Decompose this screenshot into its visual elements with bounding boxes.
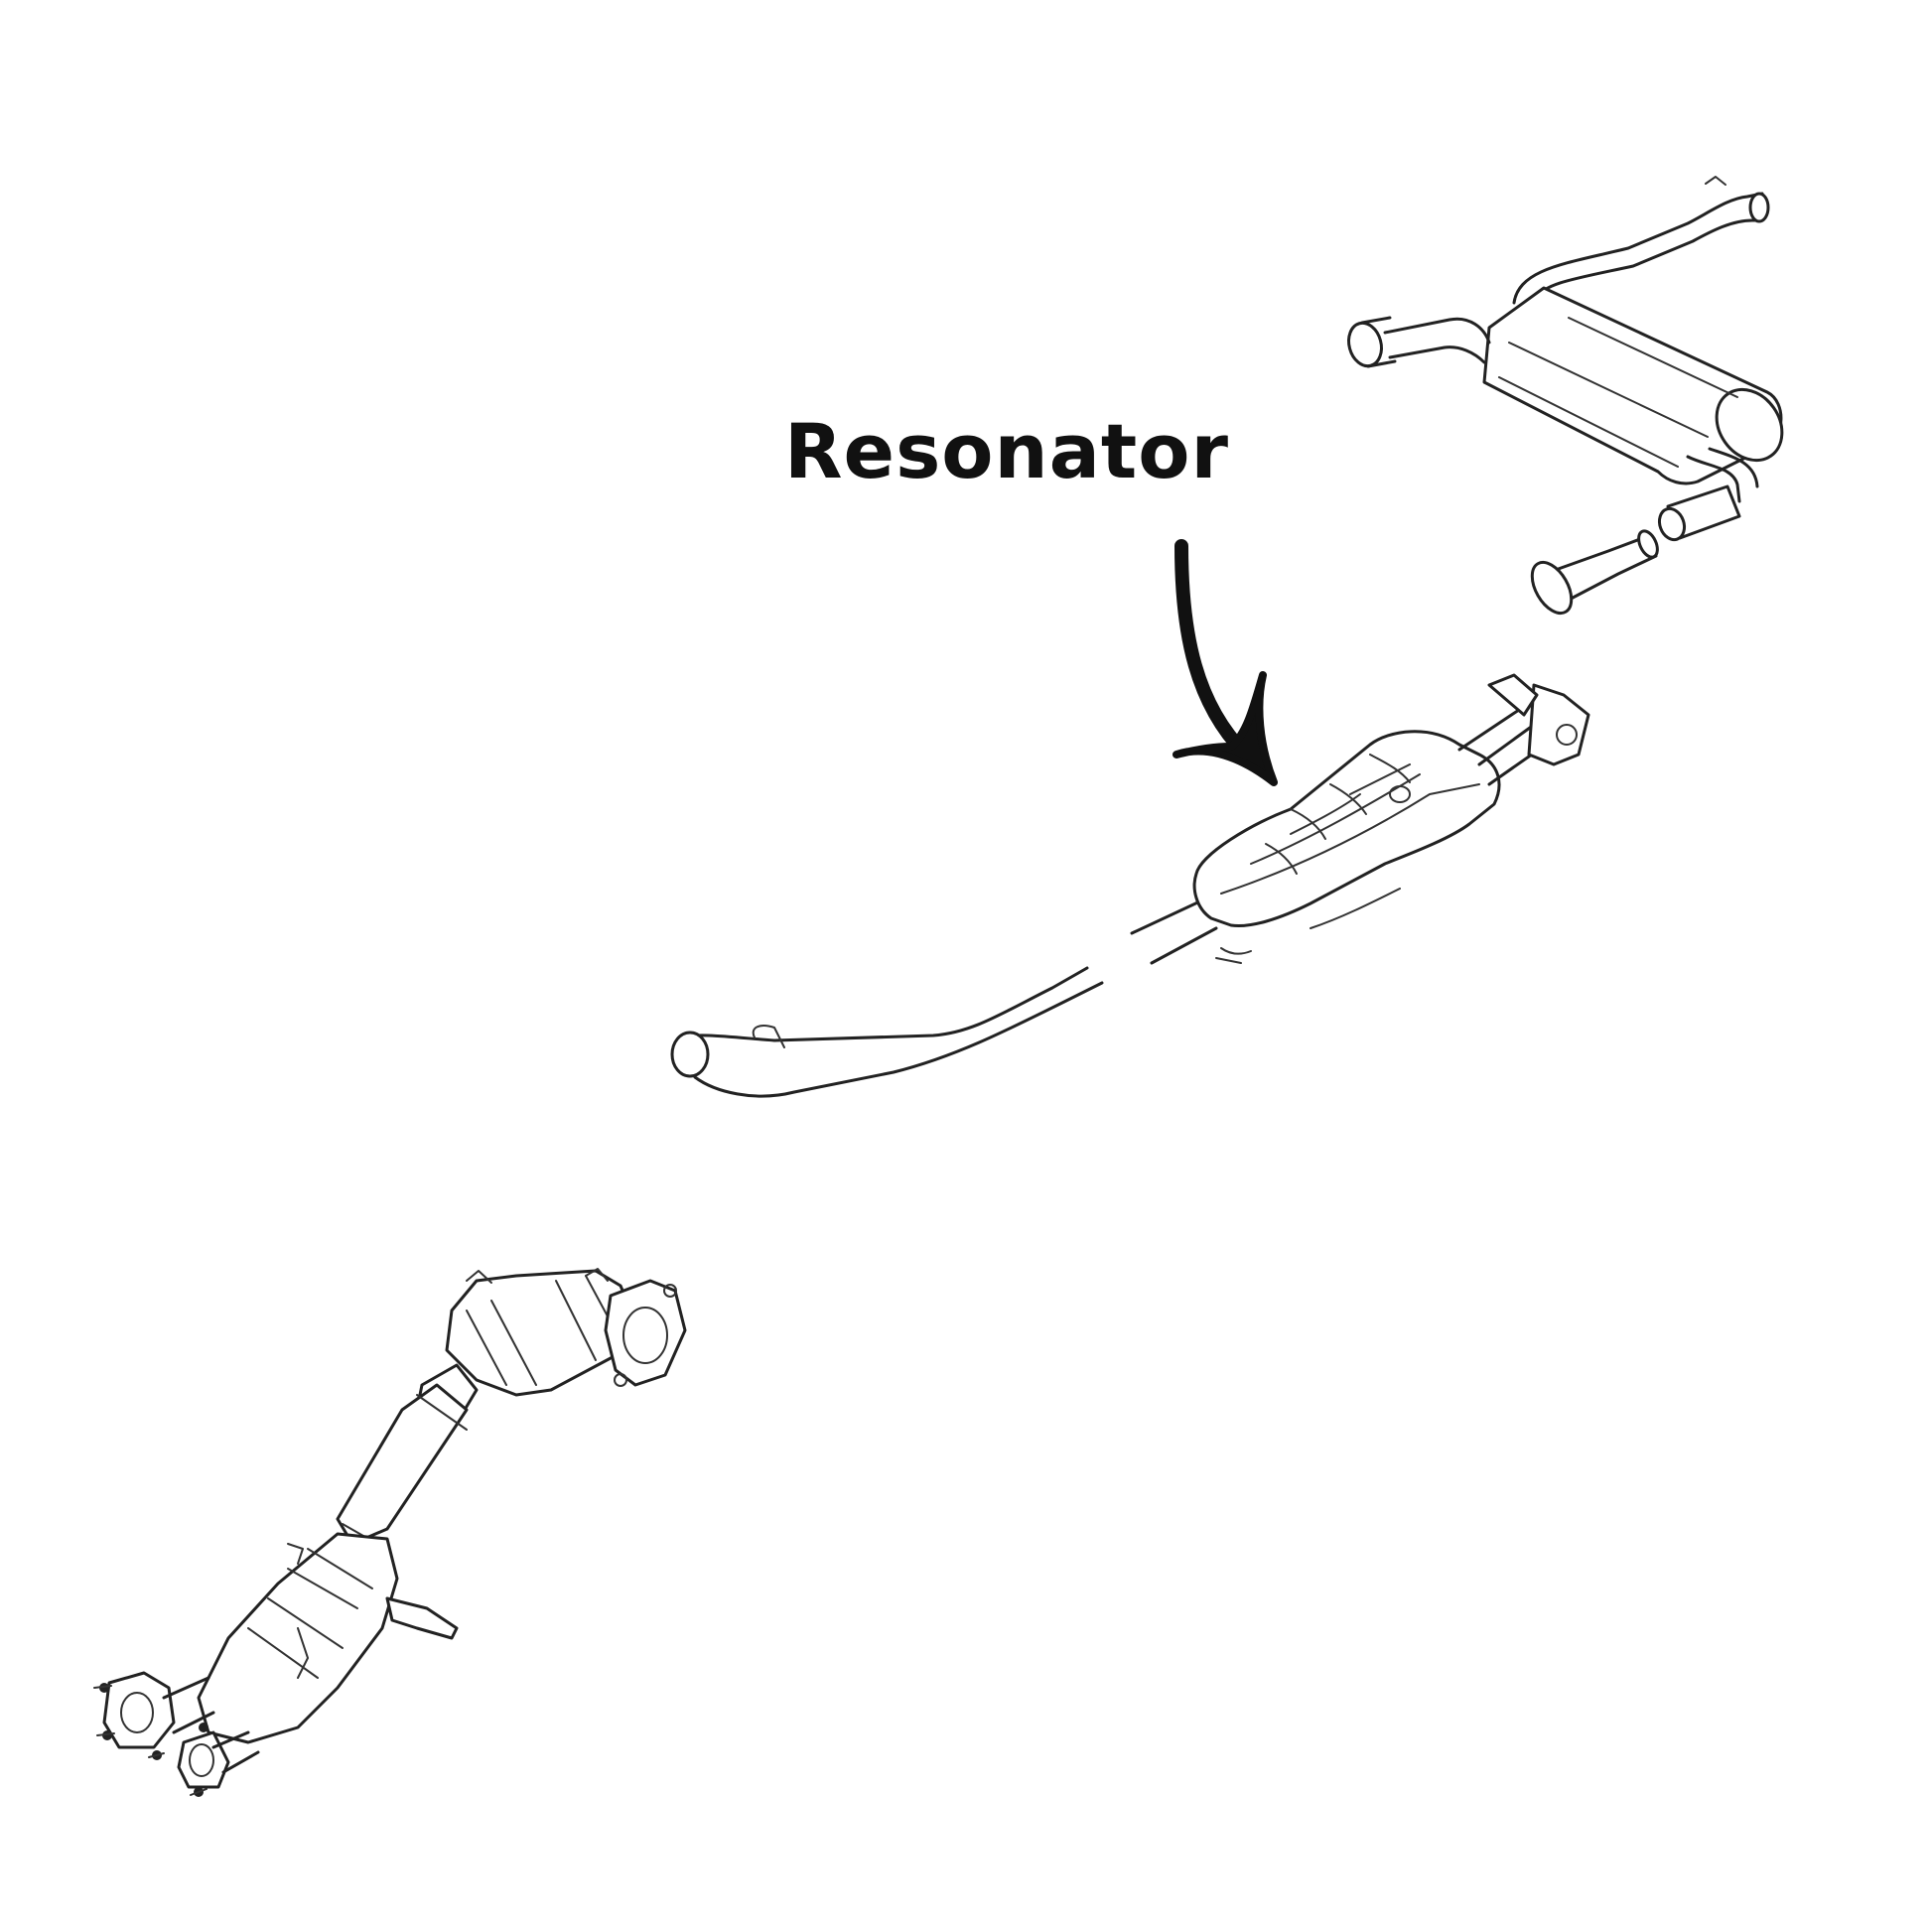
rear-muffler-assembly — [1347, 176, 1784, 616]
callout-arrow — [1173, 539, 1278, 786]
resonator-callout-label: Resonator — [784, 407, 1229, 495]
resonator-mid-pipe — [670, 673, 1590, 1098]
front-pipe-catalytic-converters — [93, 1268, 687, 1797]
